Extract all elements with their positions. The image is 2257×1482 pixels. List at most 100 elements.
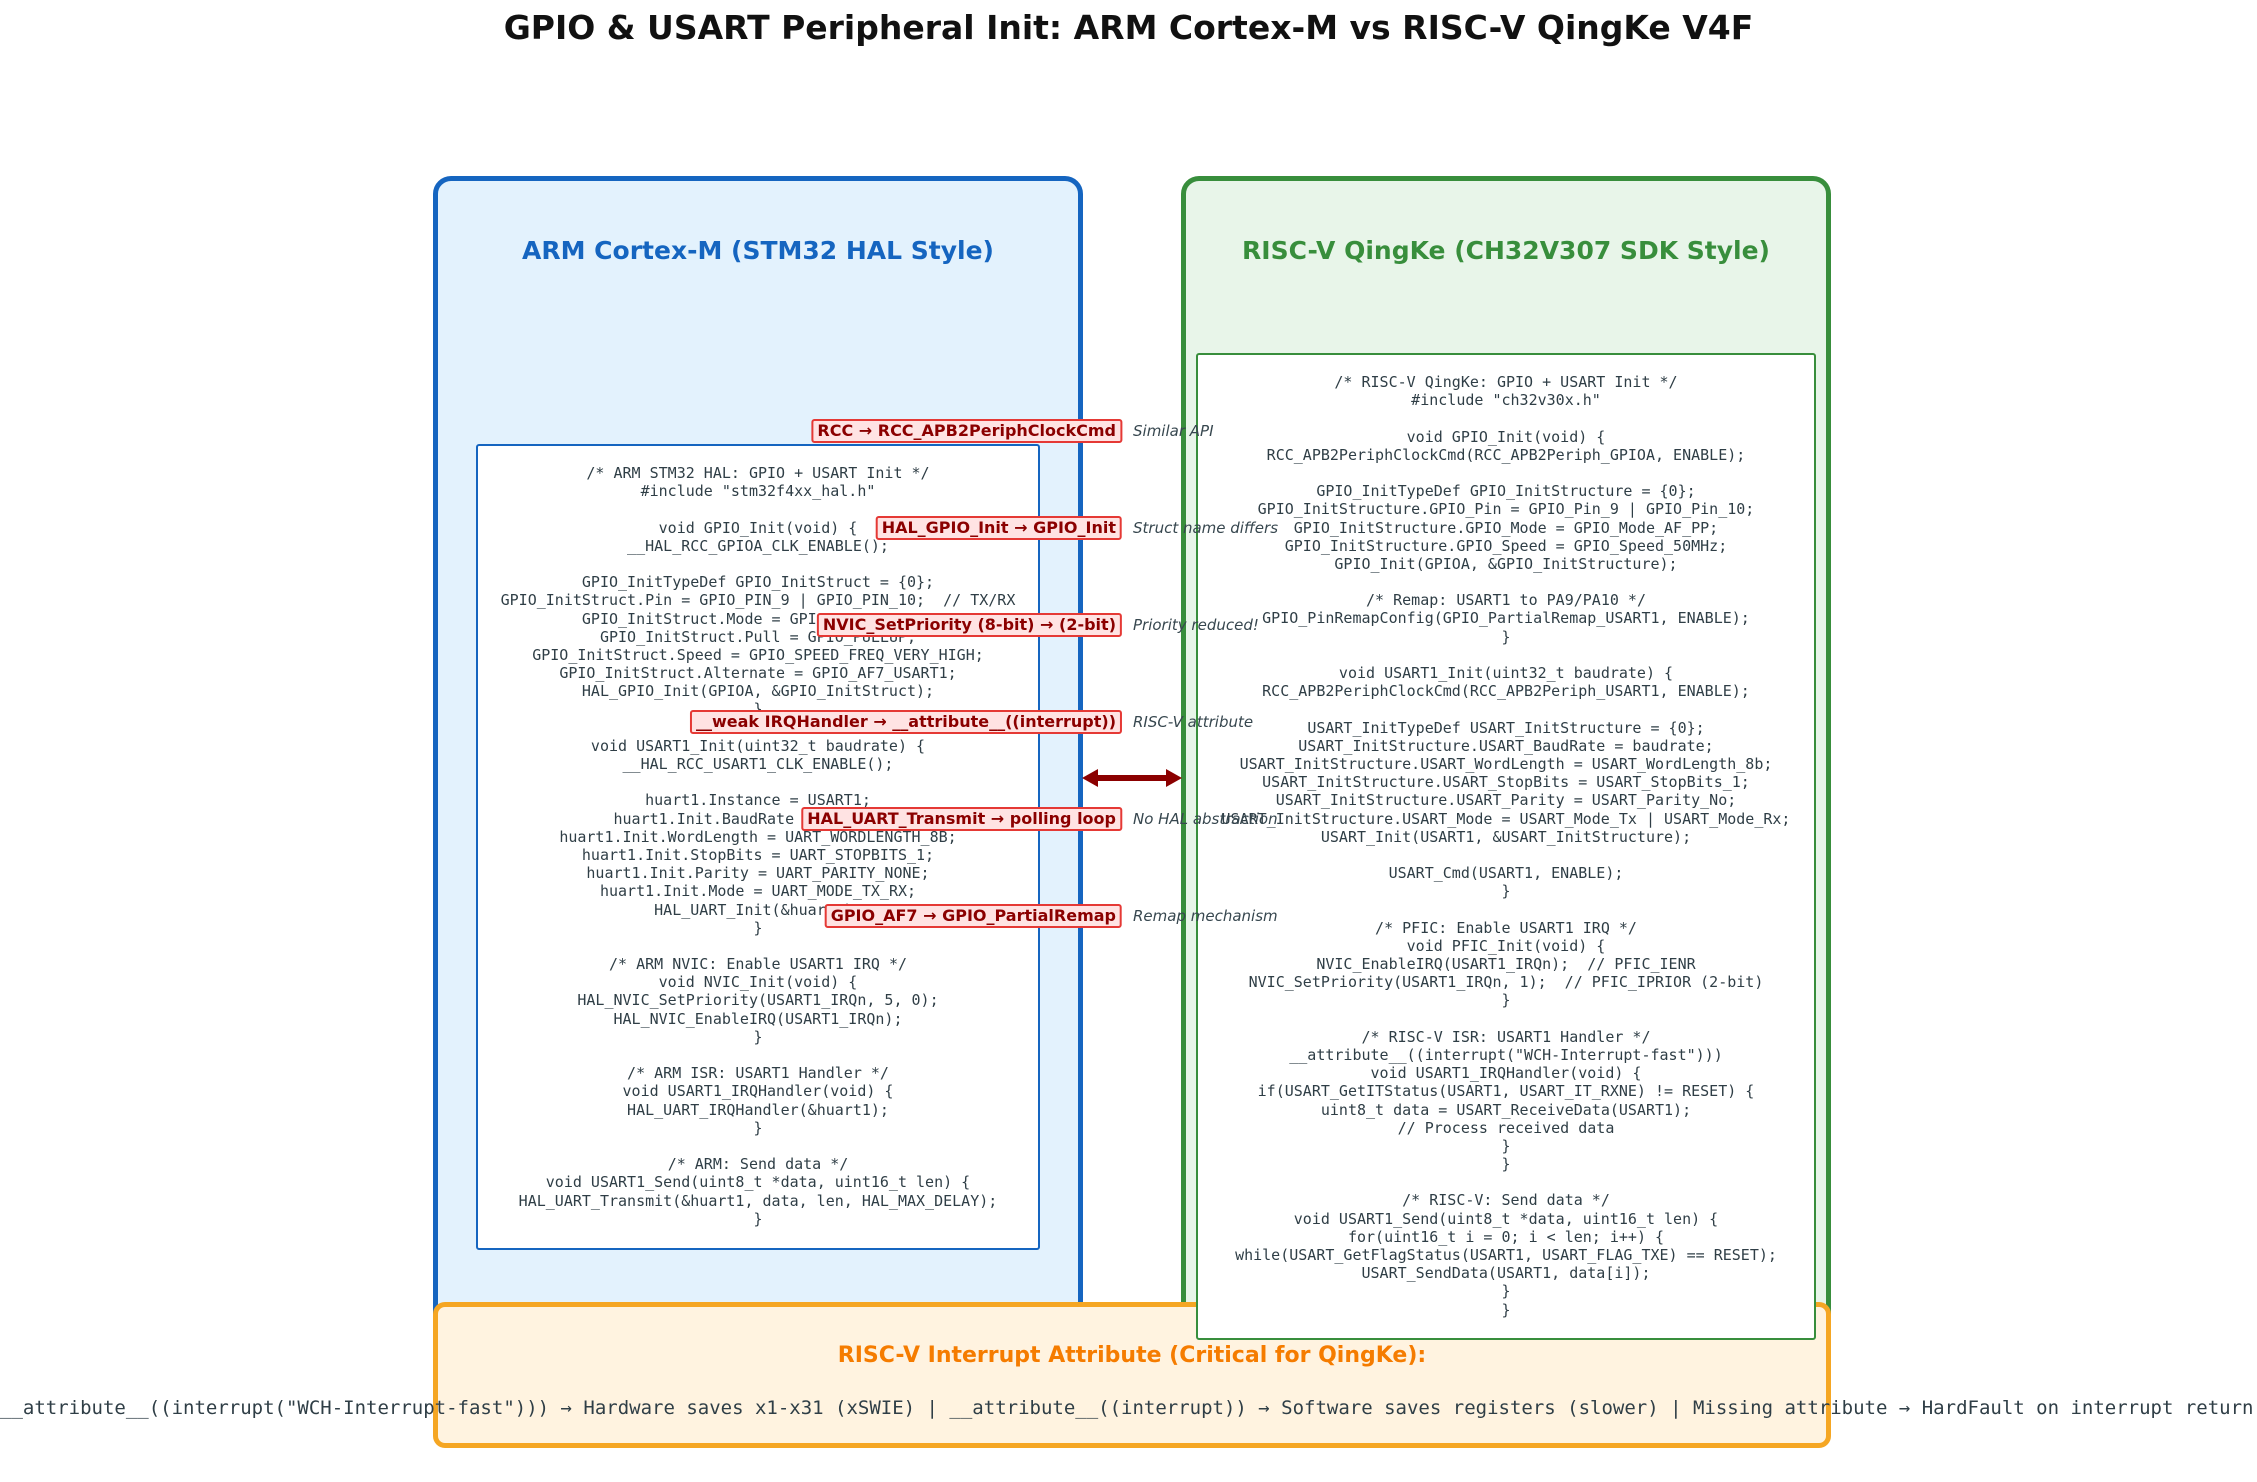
annotation-label: HAL_GPIO_Init → GPIO_Init — [875, 516, 1122, 540]
riscv-code-line: void PFIC_Init(void) { — [1406, 936, 1606, 955]
riscv-code-line: /* RISC-V QingKe: GPIO + USART Init */ — [1334, 373, 1678, 391]
riscv-code-line: void GPIO_Init(void) { — [1406, 427, 1606, 446]
annotation-label: RCC → RCC_APB2PeriphClockCmd — [811, 419, 1122, 443]
riscv-code-line: while(USART_GetFlagStatus(USART1, USART_… — [1235, 1246, 1777, 1264]
arm-code-line: HAL_NVIC_EnableIRQ(USART1_IRQn); — [613, 1009, 903, 1028]
riscv-code-line: } — [1501, 1136, 1511, 1155]
riscv-code-line — [1198, 1173, 1814, 1191]
riscv-code-line: RCC_APB2PeriphClockCmd(RCC_APB2Periph_GP… — [1266, 445, 1746, 464]
annotation-note: No HAL abstraction — [1133, 810, 1278, 828]
arm-code-line — [478, 937, 1038, 955]
arm-code-line: void GPIO_Init(void) { — [658, 518, 858, 537]
annotation-note: Struct name differs — [1133, 519, 1279, 537]
annotation-note: RISC-V attribute — [1133, 713, 1254, 731]
arm-code-line: } — [478, 700, 1038, 718]
riscv-code-line: /* Remap: USART1 to PA9/PA10 */ — [1366, 591, 1646, 610]
arm-code-line: HAL_UART_IRQHandler(&huart1); — [627, 1100, 889, 1119]
bottom-callout-text: __attribute__((interrupt("WCH-Interrupt-… — [0, 1397, 2257, 1419]
arm-code-line: __HAL_RCC_GPIOA_CLK_ENABLE(); — [627, 536, 889, 555]
riscv-code-line: /* RISC-V: Send data */ — [1402, 1191, 1610, 1210]
riscv-code-line: USART_InitStructure.USART_BaudRate = bau… — [1298, 736, 1714, 755]
riscv-code-line: } — [1501, 1282, 1511, 1301]
arm-code-line: #include "stm32f4xx_hal.h" — [640, 482, 876, 501]
annotation-note: Priority reduced! — [1133, 616, 1259, 634]
riscv-code-line — [1198, 646, 1814, 664]
arm-code-line: huart1.Init.StopBits = UART_STOPBITS_1; — [581, 845, 935, 864]
arm-code-line: HAL_GPIO_Init(GPIOA, &GPIO_InitStruct); — [581, 682, 935, 701]
riscv-code-line: USART_InitStructure.USART_WordLength = U… — [1239, 754, 1773, 773]
riscv-code-line: GPIO_InitStructure.GPIO_Speed = GPIO_Spe… — [1284, 536, 1728, 555]
arm-code-line: void USART1_IRQHandler(void) { — [622, 1082, 894, 1101]
riscv-code-line: /* PFIC: Enable USART1 IRQ */ — [1375, 918, 1637, 937]
riscv-code-line: USART_InitStructure.USART_Parity = USART… — [1275, 791, 1737, 810]
riscv-code-line: uint8_t data = USART_ReceiveData(USART1)… — [1320, 1100, 1692, 1119]
riscv-code-line — [1198, 900, 1814, 918]
riscv-code-line: void USART1_Init(uint32_t baudrate) { — [1338, 664, 1674, 682]
riscv-code-line: if(USART_GetITStatus(USART1, USART_IT_RX… — [1257, 1082, 1755, 1101]
riscv-code-line: __attribute__((interrupt("WCH-Interrupt-… — [1289, 1045, 1723, 1064]
arm-code-line: } — [753, 918, 763, 937]
arm-code-line: } — [753, 1118, 763, 1137]
arm-code-line: huart1.Init.WordLength = UART_WORDLENGTH… — [559, 827, 957, 846]
riscv-code-line: void USART1_Send(uint8_t *data, uint16_t… — [1293, 1209, 1719, 1228]
riscv-code-line: GPIO_PinRemapConfig(GPIO_PartialRemap_US… — [1262, 609, 1750, 628]
riscv-code-line: GPIO_Init(GPIOA, &GPIO_InitStructure); — [1334, 554, 1678, 573]
arm-code-line — [478, 1046, 1038, 1064]
arm-code-line: /* ARM NVIC: Enable USART1 IRQ */ — [608, 955, 907, 974]
riscv-code-line — [1198, 409, 1814, 427]
riscv-code-line: USART_InitStructure.USART_StopBits = USA… — [1262, 773, 1750, 792]
annotation-label: HAL_UART_Transmit → polling loop — [801, 807, 1122, 831]
riscv-code-line: NVIC_EnableIRQ(USART1_IRQn); // PFIC_IEN… — [1316, 955, 1696, 973]
riscv-code-line — [1198, 1010, 1814, 1028]
arm-code-line — [478, 1137, 1038, 1155]
arm-panel-title: ARM Cortex-M (STM32 HAL Style) — [522, 236, 994, 265]
arm-code-line: void NVIC_Init(void) { — [658, 973, 858, 992]
riscv-code-line: USART_InitTypeDef USART_InitStructure = … — [1307, 718, 1705, 737]
riscv-code-line: RCC_APB2PeriphClockCmd(RCC_APB2Periph_US… — [1262, 682, 1750, 701]
riscv-code-line: } — [1501, 882, 1511, 901]
riscv-code-line: GPIO_InitStructure.GPIO_Pin = GPIO_Pin_9… — [1257, 500, 1755, 519]
arm-code-line: GPIO_InitStruct.Pin = GPIO_PIN_9 | GPIO_… — [500, 591, 1016, 610]
riscv-code-line: } — [1501, 1155, 1511, 1174]
arm-code-line: void USART1_Init(uint32_t baudrate) { — [590, 736, 926, 755]
annotation-label: __weak IRQHandler → __attribute__((inter… — [689, 710, 1122, 734]
arrow-head-left — [1082, 769, 1098, 787]
arm-code-line: huart1.Instance = USART1; — [645, 791, 871, 810]
arm-code-line: HAL_UART_Init(&huart1); — [654, 900, 862, 919]
riscv-code-line: USART_SendData(USART1, data[i]); — [1361, 1264, 1651, 1283]
riscv-code-line: NVIC_SetPriority(USART1_IRQn, 1); // PFI… — [1248, 973, 1764, 992]
riscv-code-line: USART_Cmd(USART1, ENABLE); — [1388, 864, 1624, 883]
riscv-code-line — [1198, 464, 1814, 482]
riscv-code-line: } — [1501, 991, 1511, 1010]
arm-code-line: GPIO_InitStruct.Speed = GPIO_SPEED_FREQ_… — [532, 645, 984, 664]
arm-code-line: huart1.Init.Mode = UART_MODE_TX_RX; — [599, 882, 917, 901]
arm-code-line: /* ARM: Send data */ — [667, 1155, 849, 1174]
comparison-double-arrow — [1082, 769, 1182, 787]
annotation-label: NVIC_SetPriority (8-bit) → (2-bit) — [816, 613, 1122, 637]
riscv-code-line: for(uint16_t i = 0; i < len; i++) { — [1347, 1227, 1665, 1246]
arm-code-line: GPIO_InitTypeDef GPIO_InitStruct = {0}; — [581, 573, 935, 592]
arm-code-line: } — [753, 1027, 763, 1046]
riscv-code-line: void USART1_IRQHandler(void) { — [1370, 1064, 1642, 1083]
arm-code-line — [478, 555, 1038, 573]
riscv-code-line: GPIO_InitStructure.GPIO_Mode = GPIO_Mode… — [1293, 518, 1719, 537]
riscv-code-line: #include "ch32v30x.h" — [1411, 391, 1601, 410]
arm-code-block: /* ARM STM32 HAL: GPIO + USART Init */#i… — [476, 444, 1040, 1250]
arm-code-line — [478, 773, 1038, 791]
annotation-note: Remap mechanism — [1133, 907, 1278, 925]
arrow-head-right — [1166, 769, 1182, 787]
bottom-callout-title: RISC-V Interrupt Attribute (Critical for… — [837, 1343, 1427, 1368]
arm-code-line: /* ARM STM32 HAL: GPIO + USART Init */ — [586, 464, 930, 482]
arm-code-line: HAL_UART_Transmit(&huart1, data, len, HA… — [518, 1191, 998, 1210]
arm-code-line: } — [753, 1209, 763, 1228]
riscv-code-line: /* RISC-V ISR: USART1 Handler */ — [1361, 1027, 1651, 1046]
riscv-code-line: } — [1501, 627, 1511, 646]
arm-code-line: /* ARM ISR: USART1 Handler */ — [627, 1064, 889, 1083]
riscv-code-line: GPIO_InitTypeDef GPIO_InitStructure = {0… — [1316, 482, 1696, 501]
arm-code-line: huart1.Init.Parity = UART_PARITY_NONE; — [586, 864, 930, 883]
riscv-code-line: // Process received data — [1397, 1118, 1615, 1137]
riscv-code-block: /* RISC-V QingKe: GPIO + USART Init */#i… — [1196, 353, 1816, 1340]
riscv-code-line: USART_InitStructure.USART_Mode = USART_M… — [1221, 809, 1791, 828]
annotation-label: GPIO_AF7 → GPIO_PartialRemap — [824, 904, 1122, 928]
annotation-note: Similar API — [1133, 422, 1214, 440]
